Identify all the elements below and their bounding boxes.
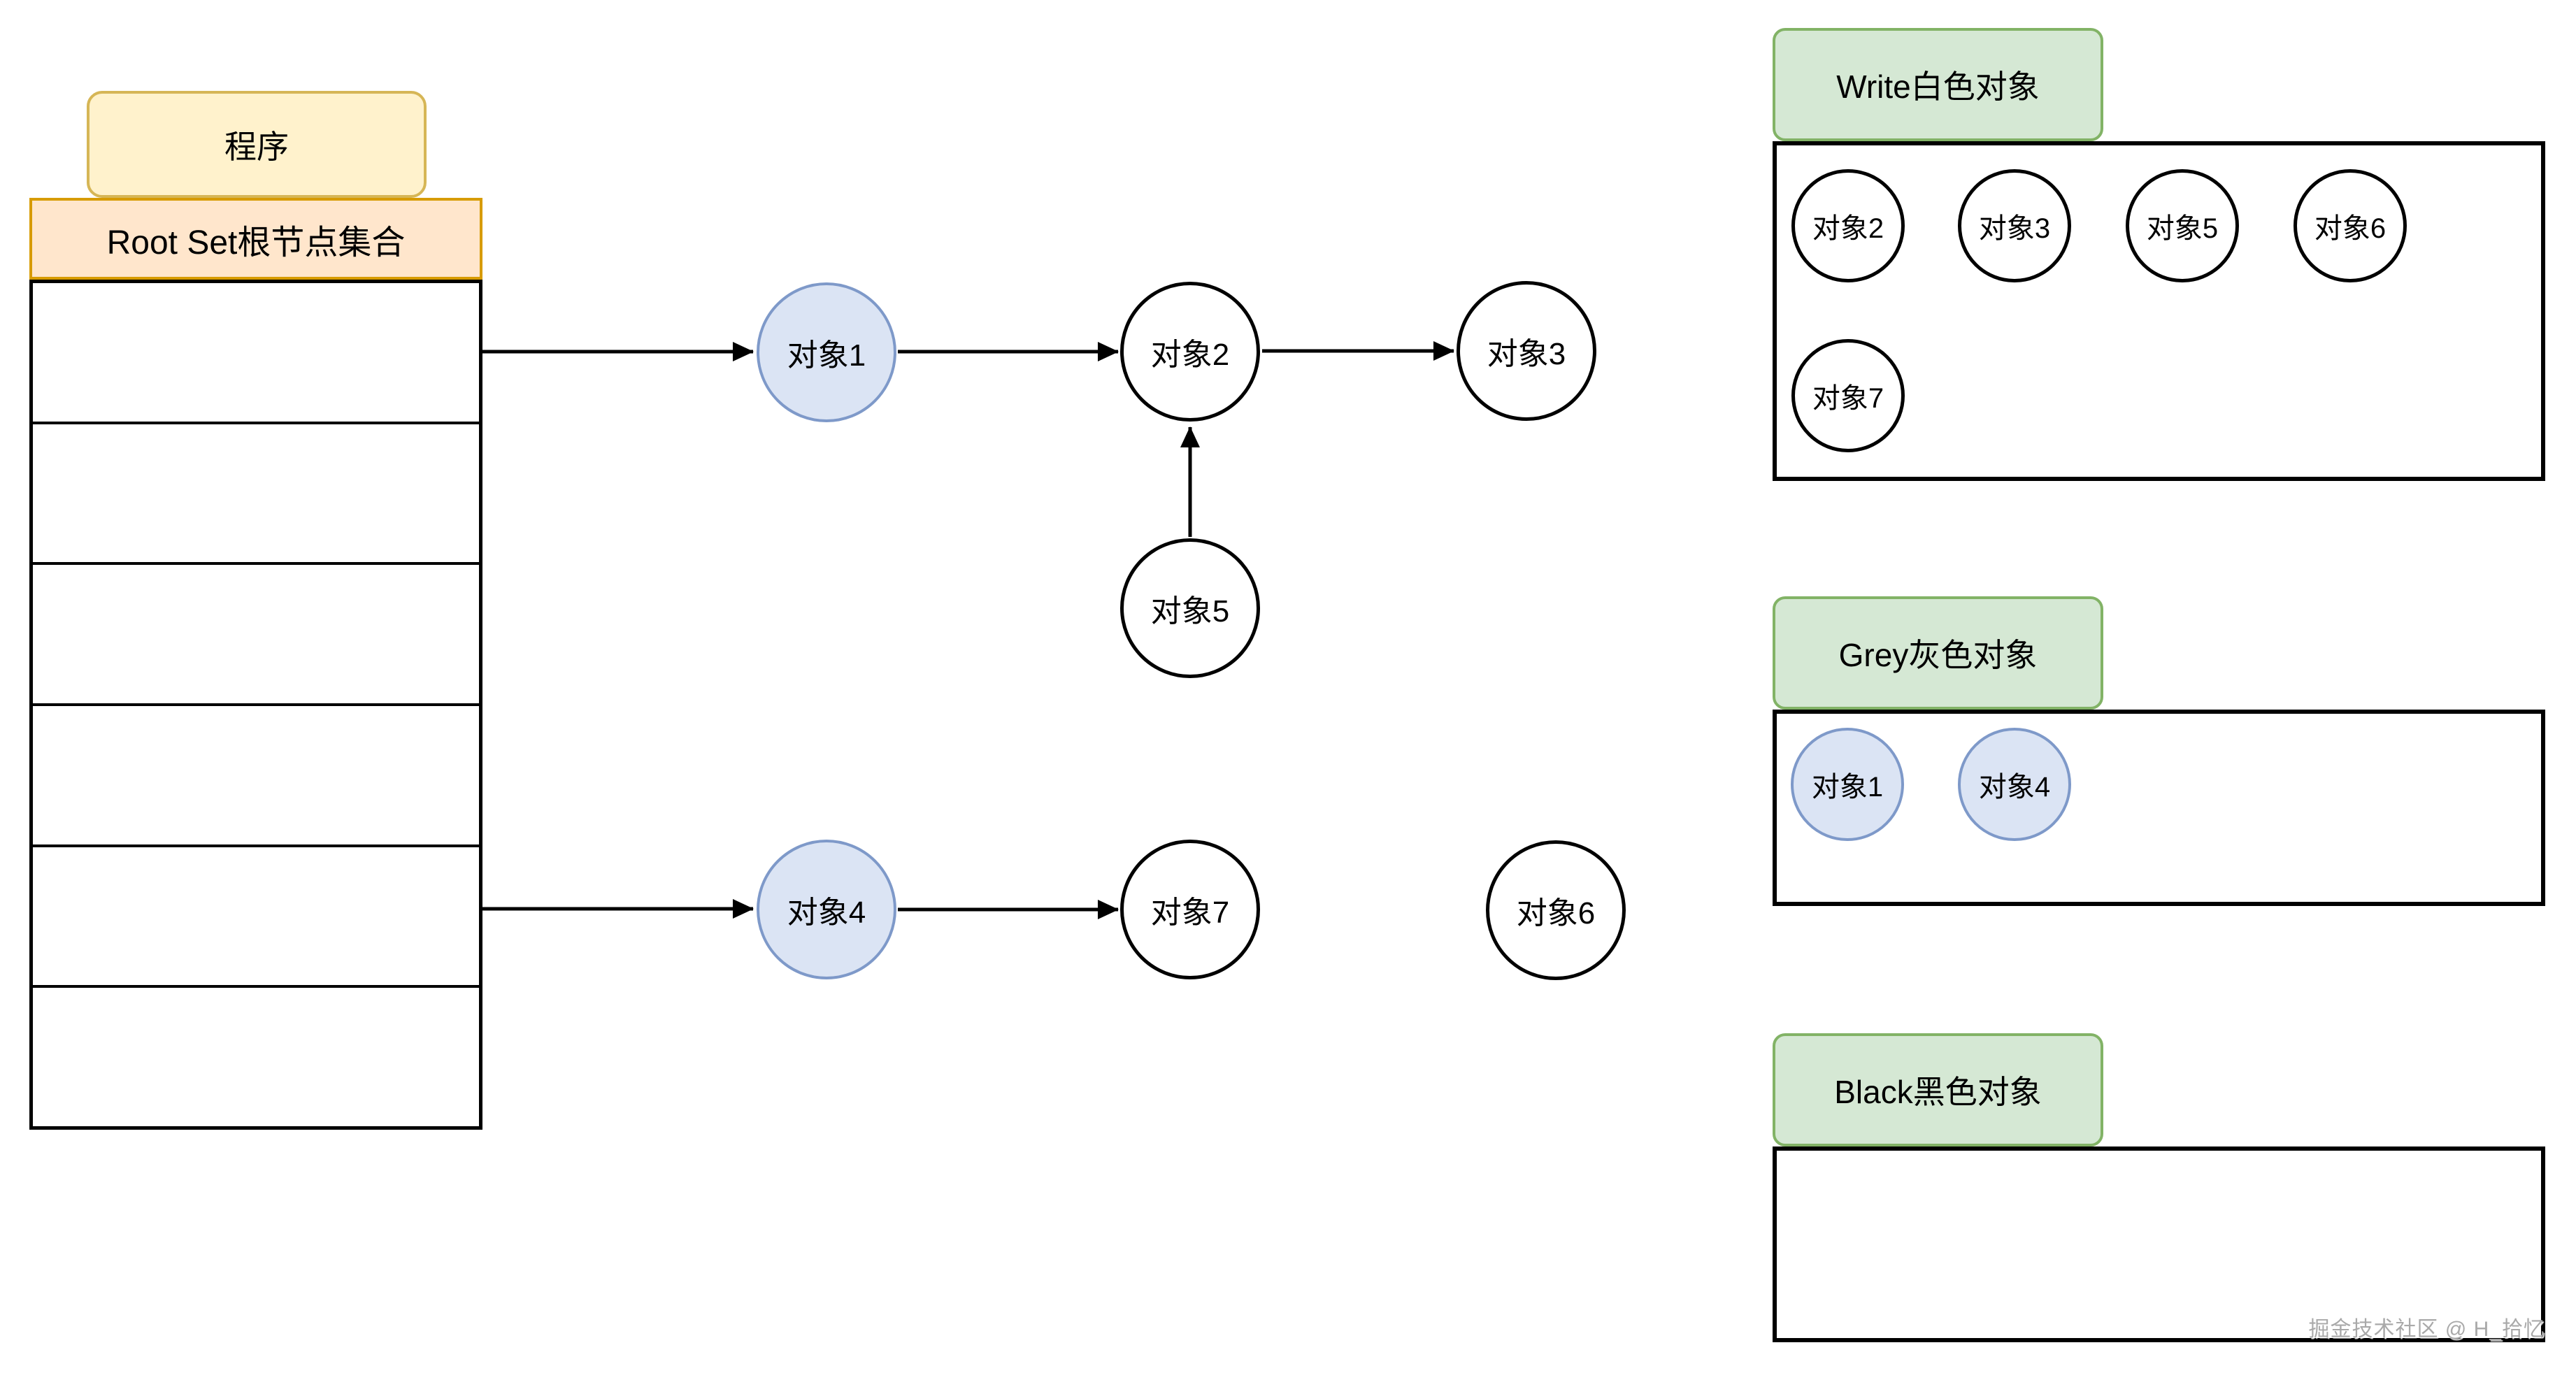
white-objects-box: 对象2 对象3 对象5 对象6 对象7 (1773, 141, 2545, 481)
graph-node-obj1: 对象1 (757, 282, 896, 422)
white-object-obj6: 对象6 (2294, 169, 2407, 282)
watermark: 掘金技术社区 @ H_拾忆 (2308, 1318, 2545, 1341)
program-box: 程序 (87, 91, 427, 198)
white-object-obj5: 对象5 (2126, 169, 2239, 282)
root-set-slot-2 (33, 424, 479, 566)
node-label: 对象5 (2146, 213, 2219, 244)
white-object-obj3: 对象3 (1958, 169, 2071, 282)
node-label: 对象7 (1150, 896, 1230, 930)
white-section-title: Write白色对象 (1836, 69, 2040, 105)
program-label: 程序 (224, 128, 289, 165)
black-section-label: Black黑色对象 (1773, 1033, 2103, 1146)
root-set-header: Root Set根节点集合 (29, 198, 482, 280)
root-set-label: Root Set根节点集合 (106, 224, 406, 261)
node-label: 对象4 (1978, 772, 2051, 803)
graph-node-obj7: 对象7 (1120, 840, 1260, 979)
node-label: 对象2 (1150, 338, 1230, 372)
graph-node-obj2: 对象2 (1120, 282, 1260, 422)
root-set-slot-5 (33, 847, 479, 989)
node-label: 对象3 (1978, 213, 2051, 244)
root-set-slot-3 (33, 565, 479, 707)
graph-node-obj5: 对象5 (1120, 538, 1260, 678)
node-label: 对象1 (1811, 772, 1884, 803)
white-section-label: Write白色对象 (1773, 28, 2103, 141)
white-object-obj2: 对象2 (1791, 169, 1905, 282)
node-label: 对象2 (1812, 213, 1884, 244)
node-label: 对象5 (1150, 594, 1230, 628)
root-set-slot-1 (33, 283, 479, 424)
graph-node-obj3: 对象3 (1457, 281, 1596, 421)
grey-object-obj1: 对象1 (1791, 728, 1904, 841)
black-section-title: Black黑色对象 (1834, 1074, 2042, 1110)
root-set-table (29, 280, 482, 1130)
node-label: 对象3 (1487, 337, 1566, 371)
root-set-slot-6 (33, 988, 479, 1126)
grey-section-label: Grey灰色对象 (1773, 596, 2103, 710)
node-label: 对象6 (2314, 213, 2387, 244)
node-label: 对象1 (787, 338, 866, 373)
grey-object-obj4: 对象4 (1958, 728, 2071, 841)
black-objects-box (1773, 1146, 2545, 1342)
node-label: 对象7 (1812, 383, 1884, 414)
graph-node-obj4: 对象4 (757, 840, 896, 979)
grey-objects-box: 对象1 对象4 (1773, 710, 2545, 906)
node-label: 对象4 (787, 896, 866, 930)
grey-section-title: Grey灰色对象 (1838, 637, 2038, 673)
root-set-slot-4 (33, 706, 479, 847)
graph-node-obj6: 对象6 (1486, 840, 1626, 980)
node-label: 对象6 (1516, 896, 1596, 930)
white-object-obj7: 对象7 (1791, 339, 1905, 452)
